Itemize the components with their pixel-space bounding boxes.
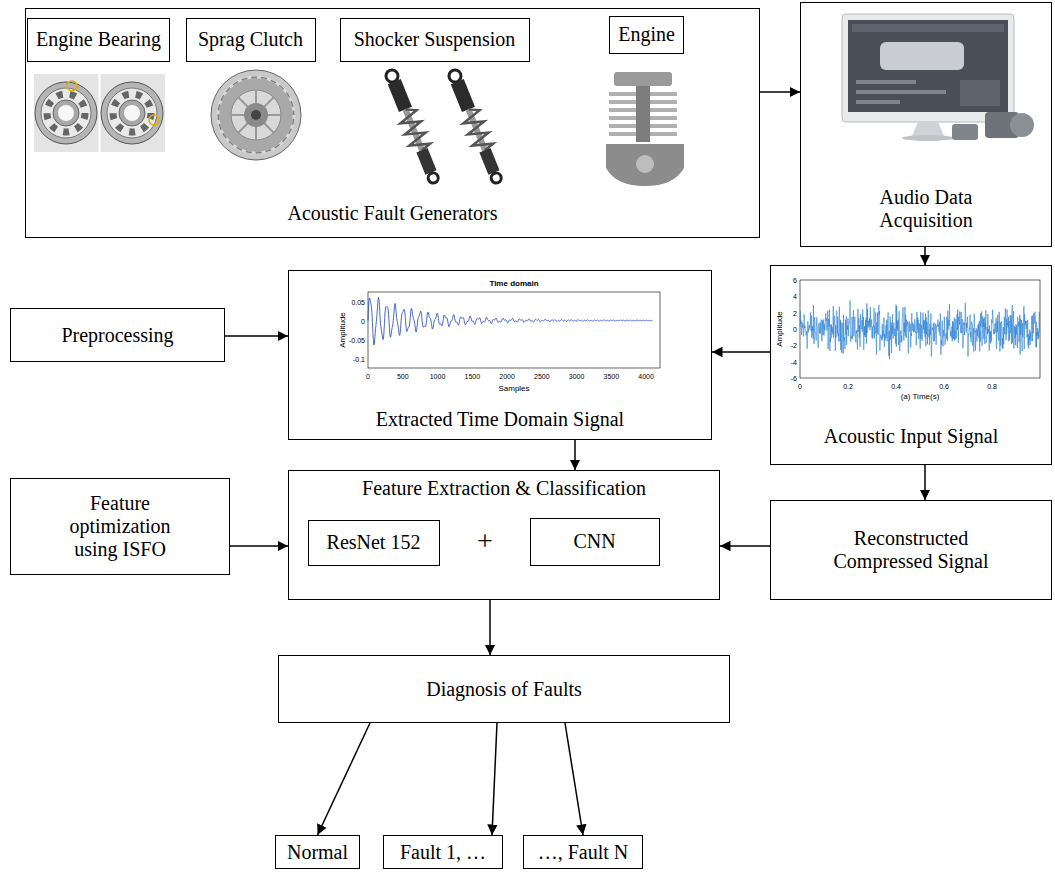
node-label: Extracted Time Domain Signal (376, 408, 624, 431)
flow-arrow (924, 465, 926, 500)
process-box: Diagnosis of Faults (278, 655, 730, 723)
node-label: Audio Data Acquisition (846, 186, 1006, 232)
acoustic-signal-plot (800, 280, 1040, 378)
bearing (35, 82, 97, 144)
flow-arrow (924, 247, 926, 265)
process-box: Preprocessing (10, 308, 225, 362)
output-box: Normal (275, 835, 360, 869)
node-label: CNN (573, 530, 615, 553)
plot-label: Samples (498, 385, 529, 393)
plot-label: Amplitude (776, 311, 784, 347)
node-label: Engine (618, 23, 675, 46)
plot-label: 6 (793, 277, 797, 284)
photo-ground (34, 74, 165, 152)
signal-trace (800, 300, 1040, 359)
plot-label: 3000 (569, 373, 585, 380)
photo-divider (99, 74, 101, 152)
node-label: Normal (287, 841, 348, 864)
plot-label: 0.4 (891, 383, 901, 390)
plot-label: 0 (366, 373, 370, 380)
plot-label: Time domain (489, 280, 538, 288)
node-label: Acoustic Fault Generators (288, 202, 498, 225)
process-box: Reconstructed Compressed Signal (770, 500, 1052, 600)
plot-label: 3500 (604, 373, 620, 380)
flow-arrow (712, 351, 770, 353)
group-box: Feature Extraction & ClassificationResNe… (288, 470, 720, 600)
node-label: Acoustic Input Signal (824, 425, 998, 448)
clutch-illustration (211, 70, 301, 160)
flow-arrow (565, 723, 583, 835)
shock-absorber (380, 67, 444, 187)
process-box: Extracted Time Domain Signal (288, 270, 712, 440)
flow-arrow (230, 545, 288, 547)
plot-label: 500 (397, 373, 409, 380)
signal-trace (368, 297, 652, 345)
node-label: …, Fault N (538, 841, 629, 864)
engine-illustration (606, 72, 684, 186)
plot-label: Amplitude (339, 312, 347, 348)
output-box: …, Fault N (523, 835, 643, 869)
plot-label: 0.6 (939, 383, 949, 390)
node-label: Sprag Clutch (198, 28, 303, 51)
time-domain-plot (368, 292, 660, 368)
flow-arrow (489, 600, 491, 655)
plot-label: 0.8 (987, 383, 997, 390)
plot-label: 2500 (534, 373, 550, 380)
node-label: Preprocessing (61, 324, 173, 347)
node-label: Shocker Suspension (354, 28, 516, 51)
process-box: Audio Data Acquisition (800, 2, 1052, 247)
plot-label: 2000 (499, 373, 515, 380)
node-label: Fault 1, … (400, 841, 486, 864)
flow-arrow (720, 545, 770, 547)
node-label: Engine Bearing (36, 28, 161, 51)
flow-arrow (318, 723, 371, 835)
plot-label: 0 (793, 326, 797, 333)
plot-label: -0.1 (353, 355, 365, 362)
node-label: ResNet 152 (327, 531, 421, 554)
plot-label: 1500 (464, 373, 480, 380)
operator-symbol: + (477, 527, 493, 555)
computer-illustration (842, 14, 1034, 141)
flow-arrow (574, 440, 576, 470)
plot-label: -4 (791, 358, 797, 365)
fault-marker (67, 81, 77, 91)
plot-label: -0.05 (349, 336, 365, 343)
component-box: Engine (609, 16, 684, 54)
process-box: Acoustic Input Signal (770, 265, 1052, 465)
shock-absorber (443, 67, 507, 187)
model-box: ResNet 152 (308, 520, 440, 566)
node-label: Feature Extraction & Classification (362, 477, 646, 500)
plot-label: 4 (793, 293, 797, 300)
flow-arrow (492, 723, 497, 835)
process-box: Feature optimization using ISFO (10, 478, 230, 575)
plot-label: 0 (798, 383, 802, 390)
group-box: Acoustic Fault Generators Engine Bearing S… (25, 8, 760, 238)
component-box: Engine Bearing (27, 18, 170, 62)
node-label: Feature optimization using ISFO (50, 492, 190, 561)
plot-label: 2 (793, 309, 797, 316)
plot-label: -2 (791, 342, 797, 349)
model-box: CNN (530, 518, 660, 566)
fault-marker (149, 115, 159, 125)
node-label: Diagnosis of Faults (426, 678, 582, 701)
bearing-photos (34, 74, 165, 152)
plot-label: (a) Time(s) (901, 393, 940, 401)
plot-label: 0 (361, 317, 365, 324)
flow-arrow (225, 335, 288, 337)
plot-label: 0.2 (843, 383, 853, 390)
output-box: Fault 1, … (383, 835, 503, 869)
component-box: Shocker Suspension (340, 18, 530, 62)
component-box: Sprag Clutch (186, 18, 316, 62)
plot-label: 0.05 (351, 298, 365, 305)
plot-label: -6 (791, 375, 797, 382)
flow-arrow (760, 91, 800, 93)
node-label: Reconstructed Compressed Signal (811, 527, 1011, 573)
plot-label: 4000 (638, 373, 654, 380)
plot-label: 1000 (430, 373, 446, 380)
bearing (101, 82, 163, 144)
